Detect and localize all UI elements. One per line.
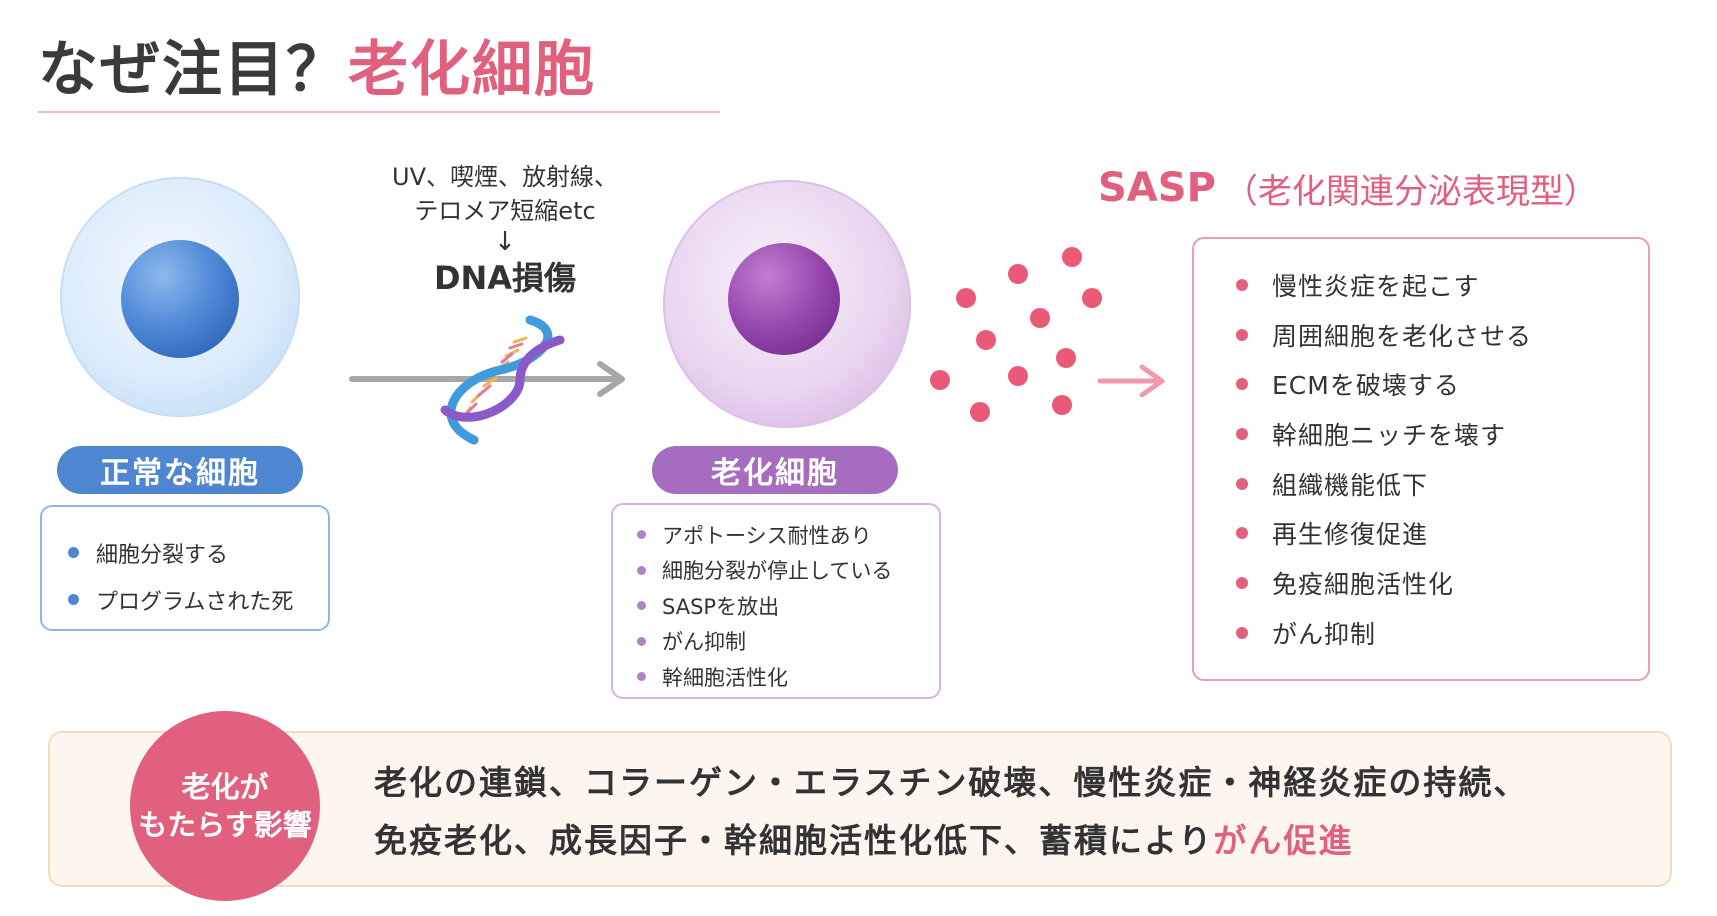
title-underline (38, 111, 720, 113)
impact-highlight: がん促進 (1213, 821, 1354, 860)
bullet-dot (637, 601, 646, 611)
sasp-title: SASP (1098, 165, 1216, 211)
down-arrow-icon: ↓ (494, 227, 516, 257)
list-item: がん抑制 (1236, 608, 1648, 658)
normal-cell-nucleus (121, 240, 239, 358)
senescent-cell-traits: アポトーシス耐性あり 細胞分裂が停止している SASPを放出 がん抑制 幹細胞活… (611, 503, 941, 699)
senescent-cell-label: 老化細胞 (652, 446, 898, 494)
impact-label-line-2: もたらす影響 (138, 808, 312, 842)
normal-cell-label: 正常な細胞 (57, 446, 303, 494)
bullet-dot (637, 565, 646, 575)
bullet-dot (68, 594, 79, 605)
list-item: 幹細胞ニッチを壊す (1236, 409, 1648, 459)
bullet-dot (1236, 576, 1248, 589)
senescent-cell-nucleus (728, 243, 840, 355)
list-item: 免疫細胞活性化 (1236, 558, 1648, 608)
list-item: 細胞分裂が停止している (637, 553, 939, 589)
list-item: 再生修復促進 (1236, 508, 1648, 558)
title-highlight: 老化細胞 (348, 34, 596, 105)
list-item: SASPを放出 (637, 588, 939, 624)
impact-label-line-1: 老化が (181, 770, 269, 804)
list-item: 組織機能低下 (1236, 459, 1648, 509)
bullet-dot (637, 672, 646, 682)
sasp-heading: SASP （老化関連分泌表現型） (1098, 164, 1598, 212)
bullet-dot (1236, 427, 1248, 440)
title-prefix: なぜ注目？ (38, 34, 348, 105)
list-item: プログラムされた死 (68, 576, 328, 623)
bullet-dot (1236, 278, 1248, 291)
sasp-subtitle: （老化関連分泌表現型） (1223, 171, 1598, 212)
dna-damage-label: DNA損傷 (433, 259, 577, 297)
bullet-dot (1236, 626, 1248, 639)
bullet-dot (68, 547, 79, 558)
impact-badge: 老化が もたらす影響 (130, 711, 320, 901)
bullet-dot (1236, 378, 1248, 391)
impact-line-1: 老化の連鎖、コラーゲン・エラスチン破壊、慢性炎症・神経炎症の持続、 (374, 763, 1529, 802)
sasp-particles-icon (930, 247, 1102, 422)
list-item: アポトーシス耐性あり (637, 517, 939, 553)
bullet-dot (637, 636, 646, 646)
list-item: 細胞分裂する (68, 529, 328, 576)
list-item: 周囲細胞を老化させる (1236, 310, 1648, 360)
page-title: なぜ注目？ 老化細胞 (38, 14, 596, 114)
impact-line-2: 免疫老化、成長因子・幹細胞活性化低下、蓄積によりがん促進 (374, 821, 1354, 860)
sasp-arrow-icon (1097, 364, 1165, 398)
bullet-dot (1236, 527, 1248, 540)
dna-helix-icon (440, 315, 565, 445)
impact-text: 老化の連鎖、コラーゲン・エラスチン破壊、慢性炎症・神経炎症の持続、 免疫老化、成… (374, 754, 1654, 870)
list-item: ECMを破壊する (1236, 359, 1648, 409)
cause-line-2: テロメア短縮etc (414, 197, 596, 225)
list-item: 慢性炎症を起こす (1236, 260, 1648, 310)
bullet-dot (637, 530, 646, 540)
list-item: 幹細胞活性化 (637, 659, 939, 695)
bullet-dot (1236, 477, 1248, 490)
cause-line-1: UV、喫煙、放射線、 (392, 163, 618, 191)
list-item: がん抑制 (637, 624, 939, 660)
sasp-effects: 慢性炎症を起こす 周囲細胞を老化させる ECMを破壊する 幹細胞ニッチを壊す 組… (1192, 237, 1650, 681)
normal-cell-traits: 細胞分裂する プログラムされた死 (40, 505, 330, 631)
cause-text: UV、喫煙、放射線、 テロメア短縮etc ↓ DNA損傷 (360, 160, 650, 300)
bullet-dot (1236, 328, 1248, 341)
